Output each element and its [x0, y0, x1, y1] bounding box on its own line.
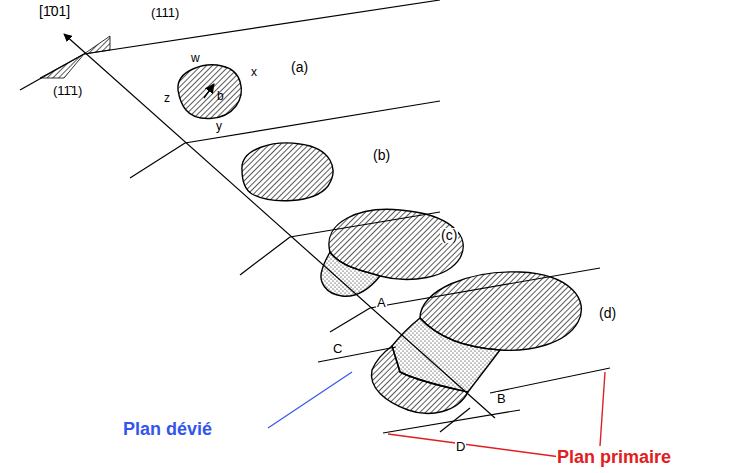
diagram-label: C	[332, 342, 343, 356]
diagram-label: (111)	[150, 6, 180, 20]
diagram-label: B	[496, 392, 507, 406]
diagram-label: z	[163, 92, 171, 105]
diagram-label: (11̄1)	[52, 84, 83, 98]
dislocation-loops	[178, 65, 581, 413]
diagram-label: (d)	[598, 306, 617, 321]
plane-corner	[40, 36, 110, 78]
diagram-label: A	[376, 296, 387, 310]
diagram-label: b	[216, 90, 225, 103]
diagram-label: (a)	[290, 60, 309, 75]
plane-name: Plan primaire	[556, 448, 672, 468]
leader-lines	[268, 372, 605, 458]
plane-name: Plan dévié	[122, 420, 213, 440]
diagram-label: [1̄01]	[38, 4, 71, 19]
burgers-vector	[204, 84, 214, 98]
plane-traces	[20, 0, 610, 433]
diagram-label: D	[455, 440, 466, 454]
diagram-label: (c)	[440, 228, 458, 243]
diagram-label: w	[190, 52, 201, 65]
diagram-label: x	[250, 66, 258, 79]
diagram-label: y	[215, 120, 223, 133]
diagram-label: (b)	[372, 148, 391, 163]
